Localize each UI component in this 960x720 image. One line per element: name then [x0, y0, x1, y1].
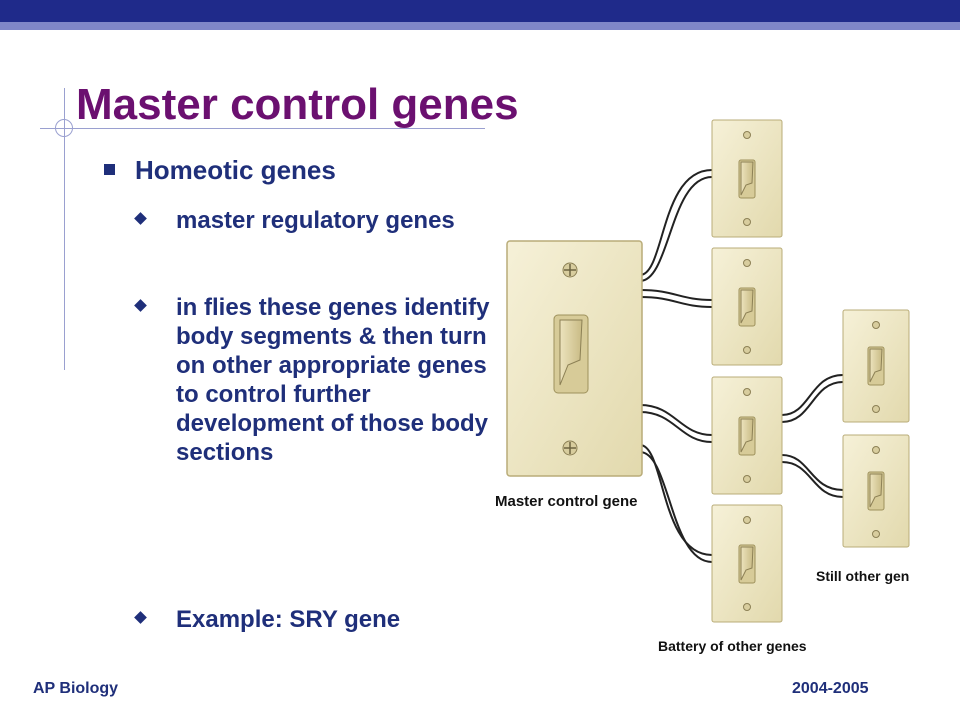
wires — [639, 169, 844, 563]
light-switch-icon — [506, 240, 643, 477]
light-switch-icon — [711, 376, 783, 495]
light-switch-icon — [711, 504, 783, 623]
diamond-bullet-icon — [134, 611, 147, 624]
battery-genes-label: Battery of other genes — [658, 638, 807, 654]
subbullet-text: Example: SRY gene — [176, 606, 401, 633]
switch-figure: Master control gene Still other genes Ba… — [495, 119, 910, 654]
master-gene-label: Master control gene — [495, 493, 638, 510]
subbullet-text: in flies these genes identify body segme… — [176, 294, 490, 466]
light-switch-icon — [842, 434, 910, 548]
decor-vertical-line — [64, 88, 65, 370]
light-switch-icon — [711, 119, 783, 238]
slide-title: Master control genes — [76, 80, 519, 129]
decor-horizontal-line — [40, 128, 485, 129]
light-switch-icon — [842, 309, 910, 423]
diamond-bullet-icon — [134, 212, 147, 225]
footer-year: 2004-2005 — [792, 680, 869, 697]
bullet-text: Homeotic genes — [135, 155, 336, 185]
top-bar-accent — [0, 22, 960, 30]
diamond-bullet-icon — [134, 299, 147, 312]
footer-course: AP Biology — [33, 680, 119, 697]
light-switch-icon — [711, 247, 783, 366]
square-bullet-icon — [104, 163, 115, 175]
still-genes-label: Still other genes — [816, 568, 910, 584]
top-bar — [0, 0, 960, 22]
decor-circle — [55, 119, 73, 137]
subbullet-text: master regulatory genes — [176, 207, 455, 234]
bullet-homeotic: Homeotic genes — [104, 155, 336, 186]
